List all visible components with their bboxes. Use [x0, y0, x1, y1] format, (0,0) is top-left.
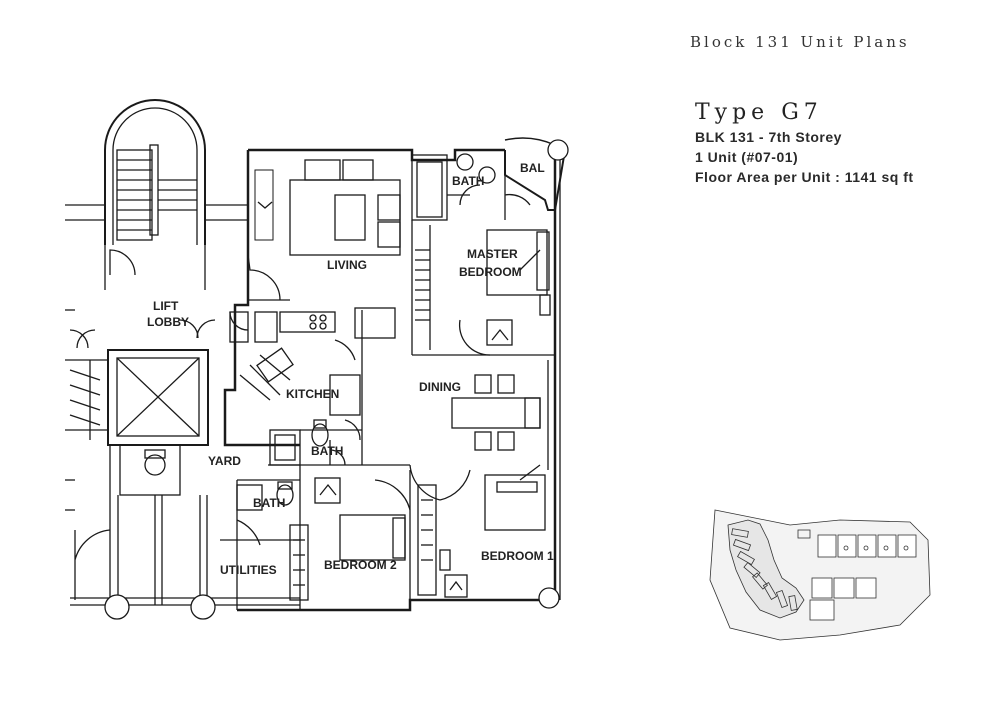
lift-core	[107, 311, 249, 446]
common-bath	[268, 419, 410, 466]
bedroom-2-furniture	[289, 470, 411, 601]
living-furniture	[247, 159, 401, 301]
label-lift: LIFT	[153, 299, 179, 313]
corridor-walls	[65, 204, 248, 440]
service-block	[65, 444, 300, 620]
label-yard-bath: BATH	[253, 496, 285, 510]
label-utilities: UTILITIES	[220, 563, 277, 577]
curved-block-units	[731, 528, 798, 611]
label-yard: YARD	[208, 454, 241, 468]
room-labels: LIVING MASTER BEDROOM BATH BAL LIFT LOBB…	[147, 161, 554, 577]
unit-count-label: 1 Unit (#07-01)	[695, 149, 799, 165]
label-balcony: BAL	[520, 161, 545, 175]
label-lobby: LOBBY	[147, 315, 189, 329]
label-kitchen: KITCHEN	[286, 387, 339, 401]
master-bedroom-furniture	[412, 229, 555, 356]
bedroom-1-furniture	[417, 464, 546, 598]
label-master-bedroom-l1: MASTER	[467, 247, 518, 261]
block-storey-label: BLK 131 - 7th Storey	[695, 129, 842, 145]
dining-furniture	[409, 360, 549, 501]
unit-type-title: Type G7	[695, 100, 823, 125]
label-dining: DINING	[419, 380, 461, 394]
unit-info-panel: Type G7 BLK 131 - 7th Storey 1 Unit (#07…	[695, 100, 985, 189]
label-master-bedroom-l2: BEDROOM	[459, 265, 522, 279]
site-key-plan	[709, 509, 931, 641]
label-master-bath: BATH	[452, 174, 484, 188]
master-bath	[411, 153, 531, 355]
label-bedroom-2: BEDROOM 2	[324, 558, 397, 572]
label-bedroom-1: BEDROOM 1	[481, 549, 554, 563]
linear-block-units	[797, 529, 917, 621]
page-title: Block 131 Unit Plans	[690, 33, 910, 51]
label-living: LIVING	[327, 258, 367, 272]
stair-tower	[104, 99, 206, 290]
kitchen-fittings	[239, 307, 396, 465]
floor-area-label: Floor Area per Unit : 1141 sq ft	[695, 169, 914, 185]
unit-outer-walls	[223, 137, 569, 612]
label-common-bath: BATH	[311, 444, 343, 458]
yard-bath	[220, 465, 301, 610]
